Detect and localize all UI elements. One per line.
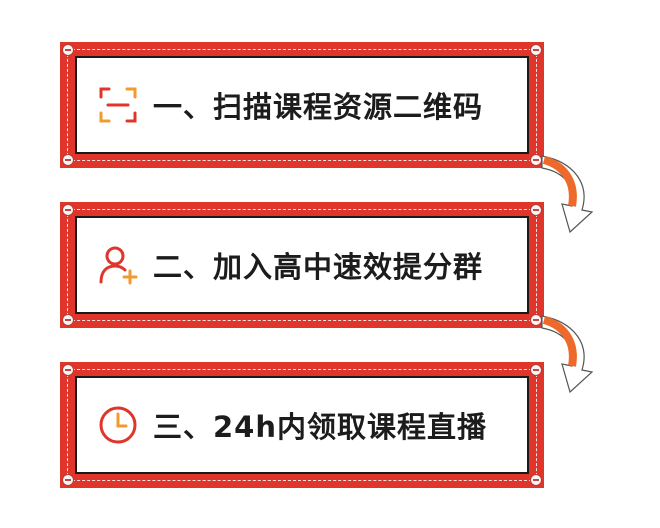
clock-icon: [95, 402, 141, 448]
step-2-dashed-border: [67, 209, 537, 321]
rivet-icon: [530, 474, 542, 486]
rivet-icon: [62, 314, 74, 326]
step-1-panel: 一、扫描课程资源二维码: [75, 56, 529, 154]
step-1-label: 一、扫描课程资源二维码: [153, 90, 484, 124]
rivet-icon: [62, 154, 74, 166]
step-3-dashed-border: [67, 369, 537, 481]
rivet-icon: [62, 474, 74, 486]
rivet-icon: [530, 44, 542, 56]
step-2-label: 二、加入高中速效提分群: [153, 250, 484, 284]
step-3-panel: 三、24h内领取课程直播: [75, 376, 529, 474]
scan-icon: [95, 82, 141, 128]
curved-arrow-icon: [541, 155, 594, 234]
step-2-banner: 二、加入高中速效提分群: [60, 202, 544, 328]
rivet-icon: [62, 204, 74, 216]
step-3-label: 三、24h内领取课程直播: [153, 410, 488, 444]
rivet-icon: [530, 314, 542, 326]
rivet-icon: [62, 44, 74, 56]
step-1-dashed-border: [67, 49, 537, 161]
step-3-banner: 三、24h内领取课程直播: [60, 362, 544, 488]
add-user-icon: [95, 242, 141, 288]
step-2-panel: 二、加入高中速效提分群: [75, 216, 529, 314]
step-1-banner: 一、扫描课程资源二维码: [60, 42, 544, 168]
rivet-icon: [530, 364, 542, 376]
curved-arrow-icon: [541, 315, 594, 394]
rivet-icon: [530, 204, 542, 216]
rivet-icon: [62, 364, 74, 376]
